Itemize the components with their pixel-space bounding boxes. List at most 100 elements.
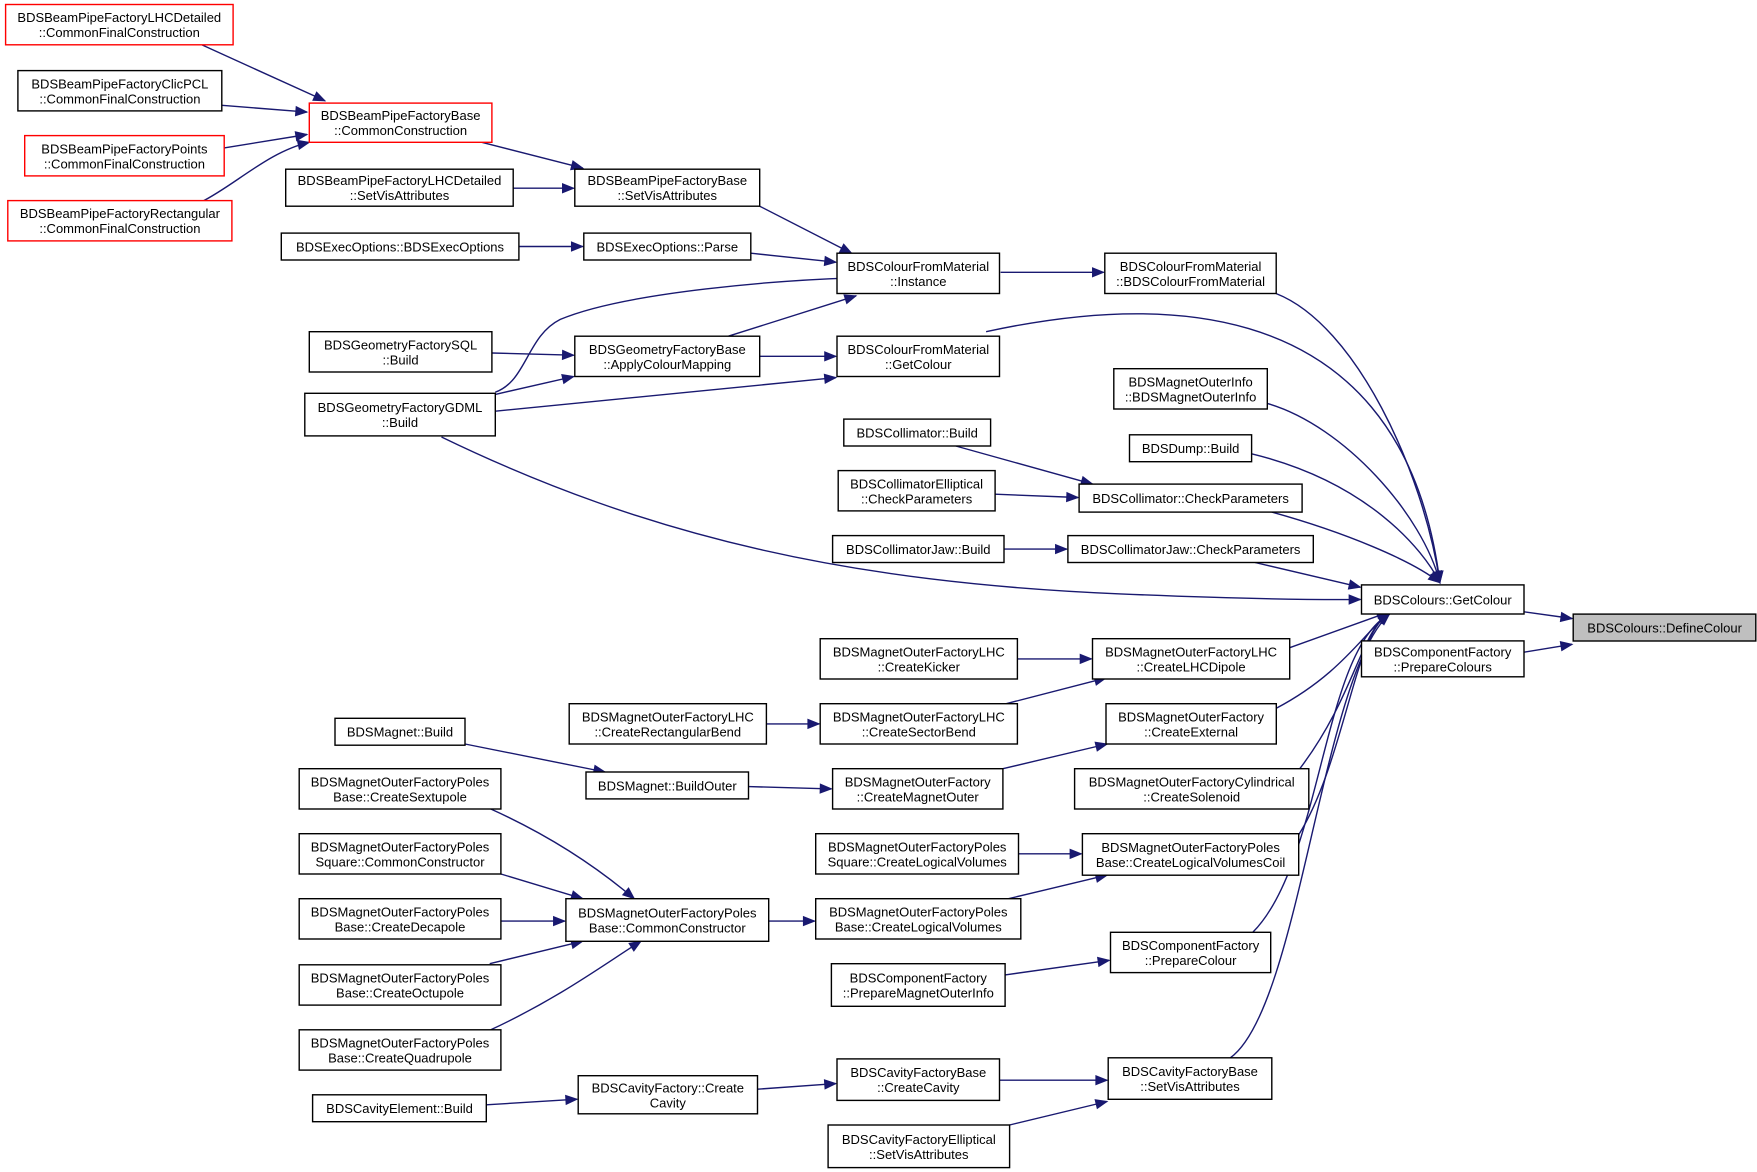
- graph-node-bpf-clic-cfc[interactable]: BDSBeamPipeFactoryClicPCL::CommonFinalCo…: [17, 69, 223, 112]
- graph-node-mofcyl-solenoid[interactable]: BDSMagnetOuterFactoryCylindrical::Create…: [1073, 768, 1310, 810]
- node-label: ::CreateCavity: [877, 1080, 960, 1095]
- graph-node-coll-check[interactable]: BDSCollimator::CheckParameters: [1078, 483, 1303, 513]
- edge-line: [955, 445, 1093, 485]
- node-label: ::SetVisAttributes: [869, 1147, 969, 1162]
- graph-node-mofl-rbend[interactable]: BDSMagnetOuterFactoryLHC::CreateRectangu…: [568, 703, 768, 745]
- node-label: Base::CreateLogicalVolumesCoil: [1096, 855, 1285, 870]
- graph-node-exec-ctor[interactable]: BDSExecOptions::BDSExecOptions: [280, 232, 520, 261]
- arrowhead-icon: [1094, 741, 1109, 752]
- call-edge: [486, 1094, 579, 1106]
- graph-node-mofpb-sext[interactable]: BDSMagnetOuterFactoryPolesBase::CreateSe…: [298, 768, 502, 810]
- call-edge: [1005, 956, 1111, 976]
- graph-node-mofpb-common[interactable]: BDSMagnetOuterFactoryPolesBase::CommonCo…: [565, 898, 770, 943]
- arrowhead-icon: [1079, 653, 1093, 665]
- graph-node-gf-sql[interactable]: BDSGeometryFactorySQL::Build: [308, 331, 493, 373]
- call-edge: [441, 436, 1362, 605]
- edge-line: [464, 743, 606, 773]
- node-box: [565, 898, 770, 943]
- graph-node-dump-build[interactable]: BDSDump::Build: [1128, 434, 1253, 463]
- graph-node-mof-external[interactable]: BDSMagnetOuterFactory::CreateExternal: [1105, 703, 1278, 745]
- graph-node-bpf-lhc-cfc[interactable]: BDSBeamPipeFactoryLHCDetailed::CommonFin…: [4, 3, 234, 46]
- call-edge: [994, 491, 1080, 503]
- graph-node-collell-check[interactable]: BDSCollimatorElliptical::CheckParameters: [837, 469, 996, 512]
- arrowhead-icon: [1097, 956, 1111, 968]
- graph-node-cfm-getcolour[interactable]: BDSColourFromMaterial::GetColour: [836, 335, 1001, 378]
- graph-node-mag-build[interactable]: BDSMagnet::Build: [334, 717, 466, 746]
- node-label: ::SetVisAttributes: [618, 188, 718, 203]
- graph-node-cavf-create[interactable]: BDSCavityFactory::CreateCavity: [577, 1074, 759, 1115]
- graph-node-compfac-preparecolours[interactable]: BDSComponentFactory::PrepareColours: [1360, 640, 1525, 678]
- graph-node-cavfb-setvis[interactable]: BDSCavityFactoryBase::SetVisAttributes: [1107, 1057, 1273, 1101]
- graph-node-coll-build[interactable]: BDSCollimator::Build: [843, 418, 992, 447]
- graph-node-bpf-rect-cfc[interactable]: BDSBeamPipeFactoryRectangular::CommonFin…: [7, 199, 233, 242]
- graph-node-mofpb-oct[interactable]: BDSMagnetOuterFactoryPolesBase::CreateOc…: [298, 964, 502, 1006]
- graph-node-colljaw-check[interactable]: BDSCollimatorJaw::CheckParameters: [1067, 534, 1315, 564]
- graph-node-mofl-sbend[interactable]: BDSMagnetOuterFactoryLHC::CreateSectorBe…: [819, 703, 1019, 745]
- node-label: BDSGeometryFactorySQL: [324, 337, 477, 352]
- node-label: BDSMagnetOuterFactoryPoles: [311, 904, 490, 919]
- graph-node-mof-magouter[interactable]: BDSMagnetOuterFactory::CreateMagnetOuter: [831, 768, 1004, 810]
- graph-node-exec-parse[interactable]: BDSExecOptions::Parse: [583, 232, 752, 261]
- node-label: Base::CreateSextupole: [333, 789, 467, 804]
- node-box: [843, 418, 992, 447]
- node-label: BDSMagnetOuterFactoryCylindrical: [1089, 774, 1295, 789]
- arrowhead-icon: [565, 1094, 579, 1106]
- arrowhead-icon: [296, 139, 311, 150]
- call-edge: [513, 183, 576, 194]
- graph-node-bpfb-setvis[interactable]: BDSBeamPipeFactoryBase::SetVisAttributes: [574, 168, 761, 207]
- graph-node-define[interactable]: BDSColours::DefineColour: [1572, 613, 1757, 642]
- node-box: [1360, 640, 1525, 678]
- node-label: BDSBeamPipeFactoryLHCDetailed: [17, 10, 221, 25]
- arrowhead-icon: [570, 160, 584, 171]
- graph-node-bpfb-common[interactable]: BDSBeamPipeFactoryBase::CommonConstructi…: [308, 102, 493, 143]
- node-label: Cavity: [650, 1095, 687, 1110]
- graph-node-mofpb-quad[interactable]: BDSMagnetOuterFactoryPolesBase::CreateQu…: [298, 1029, 502, 1071]
- graph-node-mofl-lhcdipole[interactable]: BDSMagnetOuterFactoryLHC::CreateLHCDipol…: [1091, 638, 1291, 680]
- graph-node-gf-gdml[interactable]: BDSGeometryFactoryGDML::Build: [304, 392, 496, 437]
- edge-line: [489, 940, 583, 965]
- arrowhead-icon: [824, 351, 838, 362]
- node-label: BDSGeometryFactoryGDML: [318, 400, 483, 415]
- node-label: BDSCollimatorJaw::CheckParameters: [1081, 542, 1301, 557]
- graph-node-mofpb-logvol[interactable]: BDSMagnetOuterFactoryPolesBase::CreateLo…: [815, 898, 1022, 940]
- node-box: [819, 703, 1019, 745]
- graph-node-cavel-build[interactable]: BDSCavityElement::Build: [311, 1094, 488, 1123]
- graph-node-bpf-lhc-setvis[interactable]: BDSBeamPipeFactoryLHCDetailed::SetVisAtt…: [285, 168, 514, 207]
- arrowhead-icon: [1377, 613, 1391, 626]
- graph-node-cfm-ctor[interactable]: BDSColourFromMaterial::BDSColourFromMate…: [1104, 252, 1277, 295]
- graph-node-compfac-prepmoi[interactable]: BDSComponentFactory::PrepareMagnetOuterI…: [830, 963, 1006, 1008]
- call-edge: [1523, 611, 1574, 623]
- arrowhead-icon: [807, 718, 821, 730]
- arrowhead-icon: [1559, 641, 1574, 652]
- node-label: ::CheckParameters: [861, 491, 973, 506]
- graph-node-mofl-kicker[interactable]: BDSMagnetOuterFactoryLHC::CreateKicker: [819, 638, 1019, 680]
- graph-node-mofpb-coil[interactable]: BDSMagnetOuterFactoryPolesBase::CreateLo…: [1081, 833, 1300, 876]
- node-label: ::GetColour: [885, 357, 952, 372]
- node-label: ::CommonFinalConstruction: [39, 221, 200, 236]
- graph-node-mofps-logvol[interactable]: BDSMagnetOuterFactoryPolesSquare::Create…: [815, 833, 1020, 875]
- call-edge: [1004, 543, 1069, 555]
- edge-line: [1008, 874, 1108, 900]
- graph-node-cavfell-setvis[interactable]: BDSCavityFactoryElliptical::SetVisAttrib…: [827, 1124, 1011, 1169]
- node-box: [1360, 584, 1525, 615]
- graph-node-bpf-points-cfc[interactable]: BDSBeamPipeFactoryPoints::CommonFinalCon…: [24, 134, 225, 177]
- graph-node-getcolour-main[interactable]: BDSColours::GetColour: [1360, 584, 1525, 615]
- node-box: [1128, 434, 1253, 463]
- graph-node-colljaw-build[interactable]: BDSCollimatorJaw::Build: [831, 534, 1005, 564]
- graph-node-mofps-common[interactable]: BDSMagnetOuterFactoryPolesSquare::Common…: [298, 833, 502, 875]
- node-box: [280, 232, 520, 261]
- graph-node-moi-ctor[interactable]: BDSMagnetOuterInfo::BDSMagnetOuterInfo: [1113, 368, 1269, 410]
- graph-node-compfac-preparecolour[interactable]: BDSComponentFactory::PrepareColour: [1109, 931, 1272, 974]
- graph-node-cavfb-create[interactable]: BDSCavityFactoryBase::CreateCavity: [836, 1058, 1001, 1102]
- arrowhead-icon: [1427, 571, 1441, 584]
- node-label: BDSCavityFactoryBase: [850, 1065, 986, 1080]
- node-label: BDSMagnetOuterFactoryLHC: [833, 709, 1005, 724]
- graph-node-mag-buildouter[interactable]: BDSMagnet::BuildOuter: [585, 771, 750, 800]
- graph-node-cfm-instance[interactable]: BDSColourFromMaterial::Instance: [836, 252, 1001, 295]
- arrowhead-icon: [570, 241, 585, 252]
- graph-node-mofpb-dec[interactable]: BDSMagnetOuterFactoryPolesBase::CreateDe…: [298, 898, 502, 940]
- graph-node-gfb-apply[interactable]: BDSGeometryFactoryBase::ApplyColourMappi…: [574, 335, 761, 378]
- call-edge: [1017, 653, 1093, 665]
- node-box: [583, 232, 752, 261]
